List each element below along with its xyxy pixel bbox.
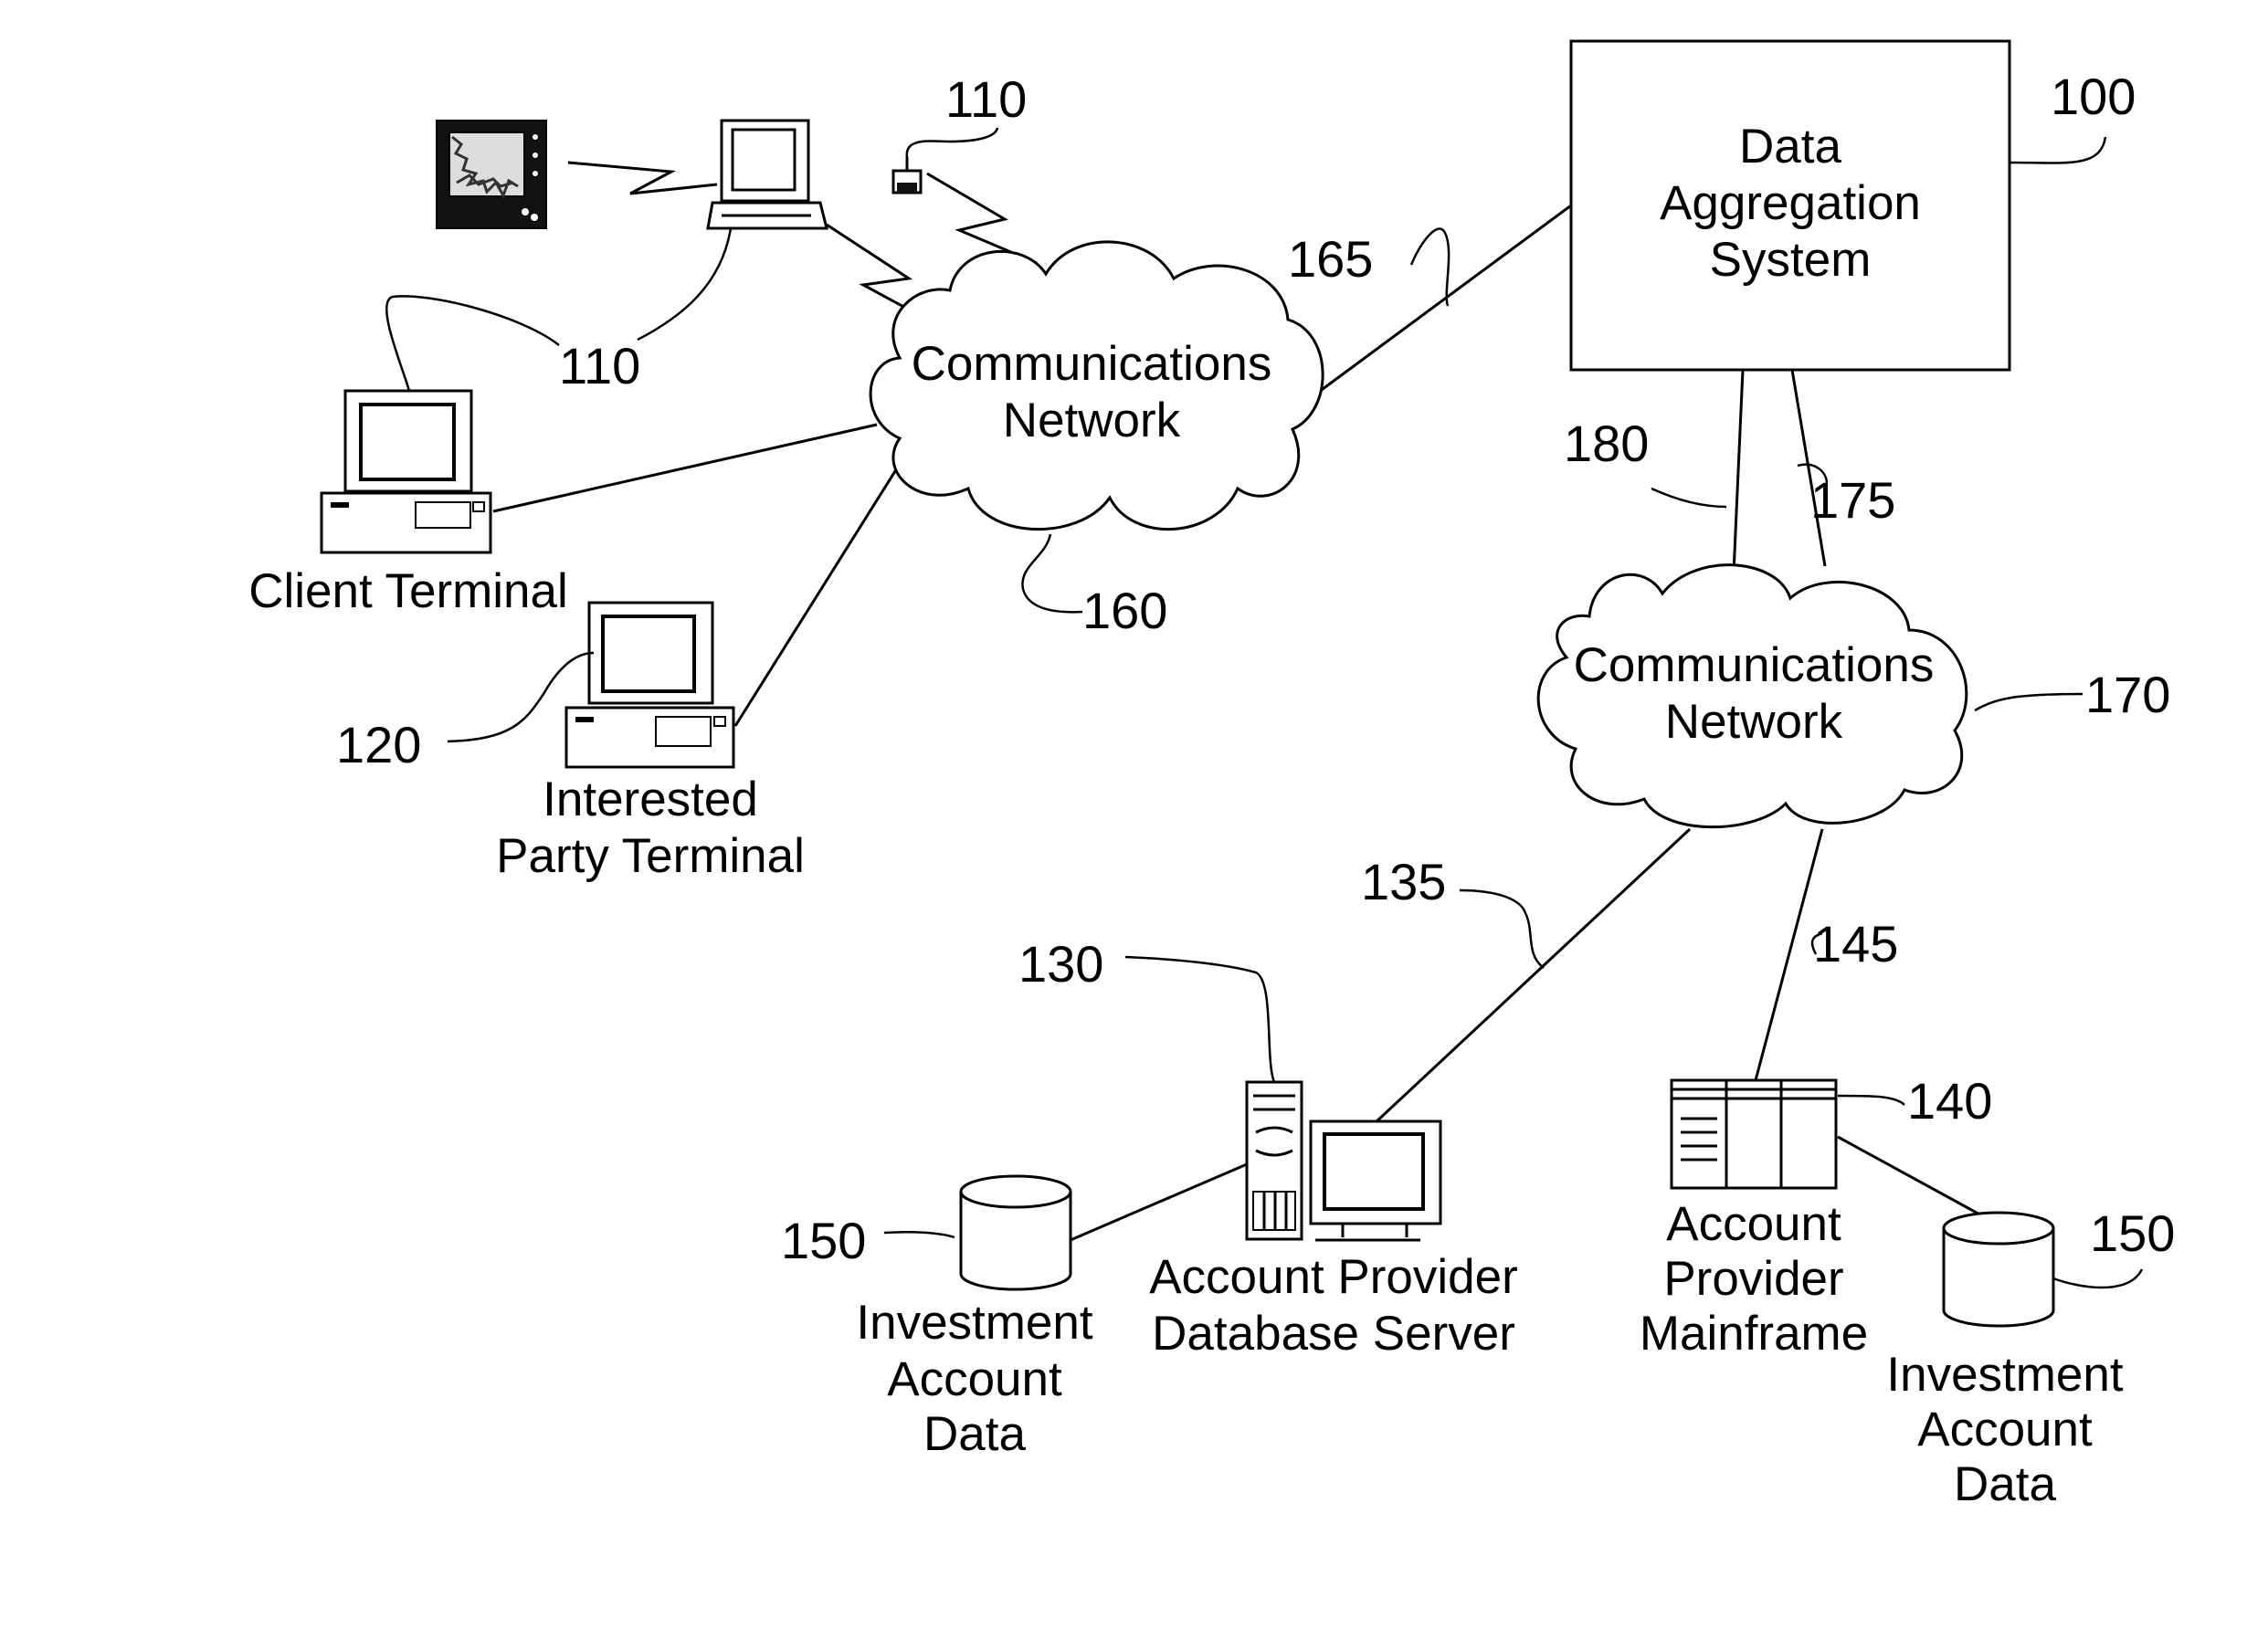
communications-network-upper: Communications Network (870, 242, 1323, 530)
ref-110-client: 110 (559, 337, 640, 394)
leader-170 (1975, 694, 2083, 710)
ref-130: 130 (1018, 935, 1103, 993)
ref-110-mobile: 110 (945, 70, 1027, 128)
link-180 (1734, 370, 1743, 573)
ref-120: 120 (336, 716, 421, 773)
aggregation-label-line1: Data (1739, 120, 1841, 173)
ref-150-right: 150 (2090, 1204, 2175, 1262)
ref-165: 165 (1288, 230, 1373, 288)
leader-110-client-terminal (386, 296, 559, 391)
wireless-link-pager-network (927, 173, 1037, 263)
leader-135 (1460, 890, 1544, 968)
investment-data-left: Investment Account Data (856, 1176, 1093, 1461)
link-dataleft-to-server (1071, 1164, 1247, 1240)
data-left-label-line2: Account (887, 1352, 1062, 1406)
data-right-label-line1: Investment (1886, 1348, 2124, 1402)
data-left-label-line3: Data (923, 1407, 1026, 1461)
ref-170: 170 (2085, 666, 2170, 723)
leader-130 (1125, 957, 1274, 1082)
network-lower-label-line1: Communications (1574, 638, 1935, 692)
pda-icon (437, 121, 546, 228)
data-right-label-line3: Data (1954, 1457, 2056, 1511)
laptop-icon (708, 121, 827, 228)
data-right-label-line2: Account (1917, 1403, 2093, 1456)
investment-data-right: Investment Account Data (1886, 1213, 2124, 1511)
leader-110-client (638, 228, 731, 340)
leader-165 (1411, 228, 1449, 306)
interested-party-label-line2: Party Terminal (496, 829, 805, 883)
mainframe: Account Provider Mainframe (1640, 1080, 1868, 1361)
ref-150-left: 150 (781, 1212, 866, 1269)
db-server-label-line1: Account Provider (1149, 1250, 1518, 1304)
ref-135: 135 (1361, 853, 1446, 910)
mainframe-label-line2: Provider (1663, 1252, 1843, 1306)
communications-network-lower: Communications Network (1538, 565, 1967, 827)
interested-party-terminal: Interested Party Terminal (496, 603, 805, 883)
leader-110-mobile (907, 128, 997, 157)
link-175 (1792, 370, 1825, 566)
mainframe-label-line3: Mainframe (1640, 1307, 1868, 1361)
data-left-label-line1: Investment (856, 1296, 1093, 1350)
network-lower-label-line2: Network (1665, 695, 1843, 749)
ref-140: 140 (1907, 1072, 1992, 1130)
data-aggregation-system: Data Aggregation System (1571, 41, 2010, 370)
leader-150-right (2053, 1269, 2142, 1288)
ref-160: 160 (1082, 582, 1167, 639)
leader-180 (1651, 489, 1726, 507)
db-server-label-line2: Database Server (1152, 1307, 1515, 1361)
aggregation-label-line2: Aggregation (1660, 176, 1921, 230)
pager-icon (893, 157, 921, 193)
aggregation-label-line3: System (1710, 233, 1872, 287)
ref-100: 100 (2051, 68, 2136, 125)
link-interested-party-to-network (735, 457, 904, 726)
leader-100 (2010, 137, 2105, 163)
interested-party-label-line1: Interested (543, 773, 758, 826)
ref-180: 180 (1564, 415, 1649, 472)
ref-145: 145 (1813, 915, 1898, 972)
ref-175: 175 (1810, 471, 1895, 529)
link-client-to-network (493, 425, 877, 511)
mainframe-icon (1672, 1080, 1836, 1188)
network-upper-label-line2: Network (1003, 394, 1181, 447)
mainframe-label-line1: Account (1666, 1197, 1841, 1251)
leader-160 (1022, 534, 1082, 612)
database-server: Account Provider Database Server (1149, 1082, 1518, 1361)
client-terminal-label: Client Terminal (248, 564, 568, 618)
network-upper-label-line1: Communications (912, 337, 1272, 391)
leader-150-left (884, 1232, 955, 1237)
leader-140 (1838, 1096, 1904, 1105)
wireless-link-pda-laptop (568, 163, 717, 194)
